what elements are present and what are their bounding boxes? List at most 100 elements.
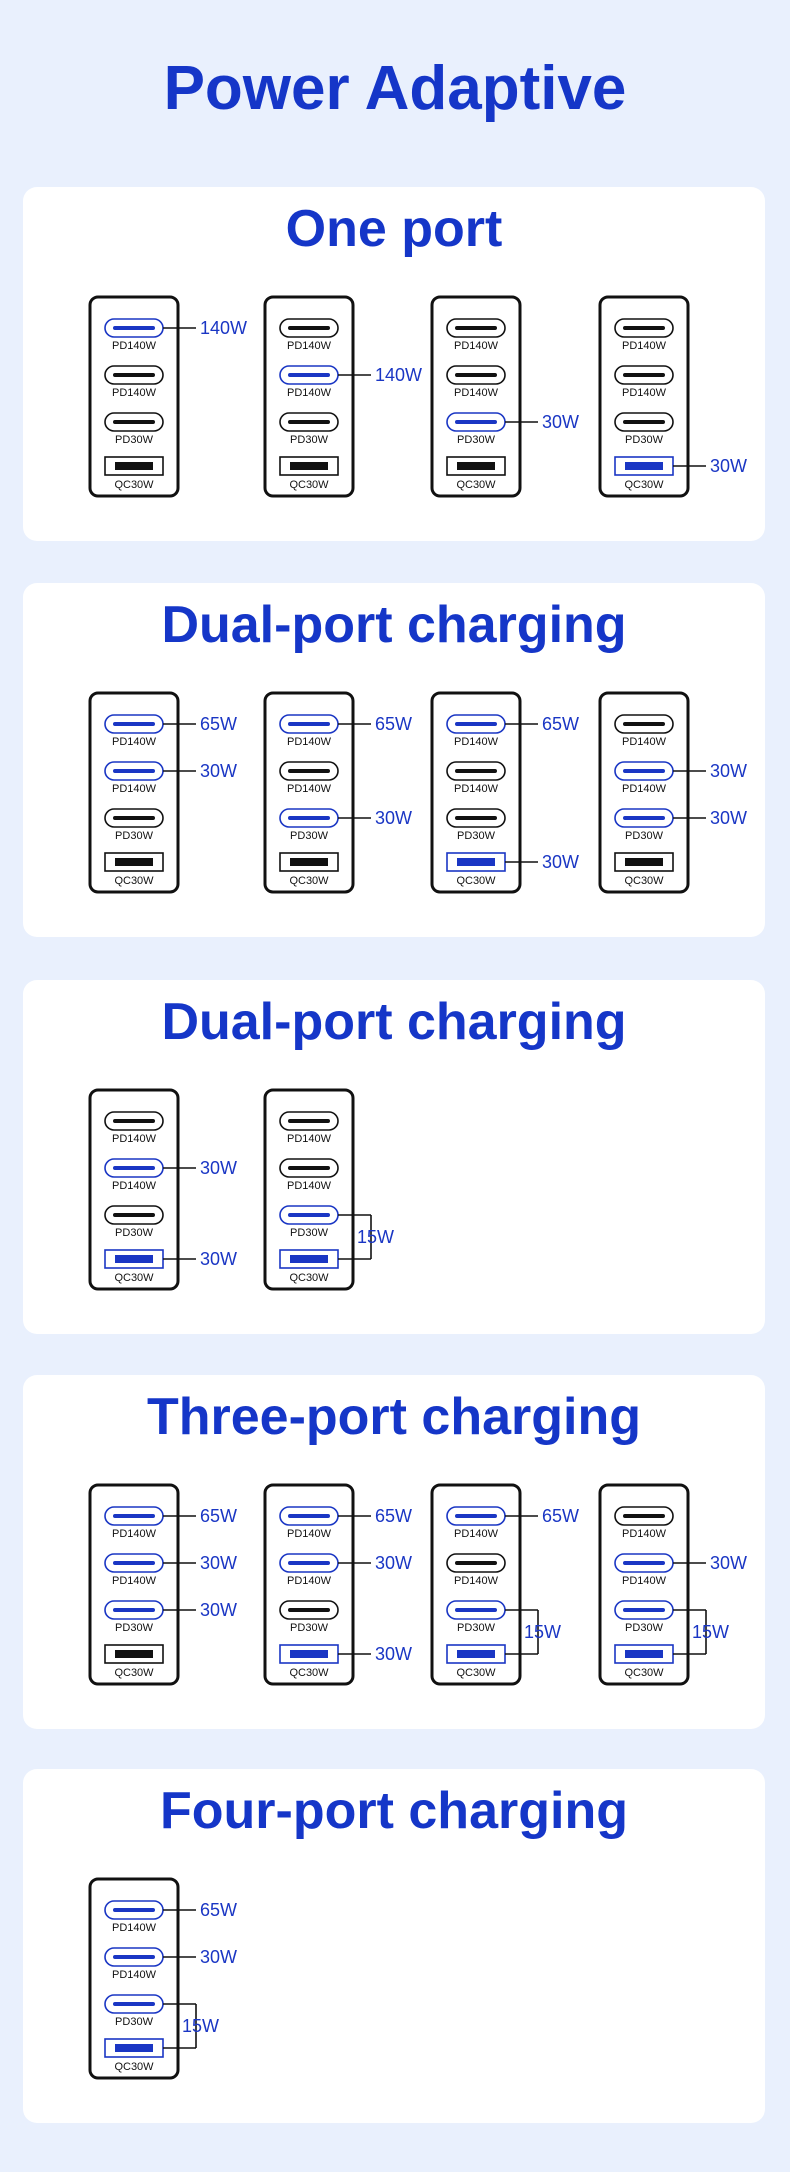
usb-a-port-slot [625,1650,663,1658]
power-output-label: 30W [200,1947,237,1967]
port-label: QC30W [114,875,154,887]
charger-body [263,1483,355,1686]
port-label: QC30W [289,479,329,491]
port-label: PD140W [112,736,157,748]
power-output-label: 30W [200,761,237,781]
charger-body [263,691,355,894]
port-label: PD30W [115,1622,154,1634]
port-label: QC30W [289,875,329,887]
charger-diagram-group: PD140WPD140WPD30WQC30W30W30WPD140WPD140W… [88,1088,394,1291]
power-output-label: 65W [542,1506,579,1526]
port-label: PD140W [287,1575,332,1587]
port-label: QC30W [114,1272,154,1284]
power-output-label: 30W [542,852,579,872]
port-label: PD30W [290,830,329,842]
usb-a-port-slot [625,462,663,470]
port-label: PD140W [454,736,499,748]
charger-body [598,1483,690,1686]
port-label: PD140W [112,1575,157,1587]
power-output-label: 65W [542,714,579,734]
port-label: QC30W [456,875,496,887]
usb-a-port-slot [115,2044,153,2052]
port-label: PD30W [115,830,154,842]
power-output-label: 30W [710,761,747,781]
port-label: PD30W [625,1622,664,1634]
charger: PD140W PD140W PD30W QC30W 15W [263,1088,394,1291]
usb-a-port-slot [457,1650,495,1658]
port-label: PD140W [287,736,332,748]
power-output-label: 65W [375,714,412,734]
port-label: PD140W [622,340,667,352]
port-label: PD140W [287,1528,332,1540]
port-label: PD140W [287,1180,332,1192]
charger: PD140W PD140W PD30W QC30W 65W 30W [263,691,412,894]
port-label: QC30W [624,1667,664,1679]
port-label: QC30W [289,1272,329,1284]
port-label: PD140W [112,1922,157,1934]
page-title: Power Adaptive [163,54,627,123]
power-output-label: 30W [710,808,747,828]
usb-a-port-slot [115,462,153,470]
usb-a-port-slot [115,1255,153,1263]
power-output-label: 30W [375,1644,412,1664]
power-output-label: 15W [692,1622,729,1642]
port-label: QC30W [114,479,154,491]
port-label: QC30W [624,479,664,491]
port-label: QC30W [289,1667,329,1679]
charger-body [598,691,690,894]
port-label: PD140W [622,1528,667,1540]
power-output-label: 30W [375,808,412,828]
power-output-label: 30W [710,456,747,476]
usb-a-port-slot [290,858,328,866]
port-label: QC30W [456,479,496,491]
charger-body [430,691,522,894]
port-label: PD30W [457,1622,496,1634]
charger-diagram-group: PD140W PD140W PD30W QC30W 65W 30W 30W PD140W PD1… [88,1483,747,1686]
port-label: PD140W [454,1575,499,1587]
port-label: PD140W [112,1180,157,1192]
charger-body [88,1877,180,2080]
charger-body [88,1088,180,1291]
port-label: QC30W [456,1667,496,1679]
charger: PD140W PD140W PD30W QC30W 65W 30W [430,691,579,894]
port-label: PD140W [622,736,667,748]
port-label: PD140W [622,387,667,399]
power-output-label: 30W [710,1553,747,1573]
port-label: PD140W [112,1528,157,1540]
power-output-label: 65W [375,1506,412,1526]
port-label: PD30W [457,434,496,446]
port-label: PD140W [454,783,499,795]
power-output-label: 30W [375,1553,412,1573]
port-label: QC30W [624,875,664,887]
port-label: PD30W [457,830,496,842]
power-output-label: 65W [200,714,237,734]
power-output-label: 30W [200,1249,237,1269]
usb-a-port-slot [115,1650,153,1658]
section-title: Dual-port charging [161,993,627,1051]
port-label: PD140W [287,783,332,795]
charger-body [263,295,355,498]
port-label: PD30W [115,434,154,446]
port-label: PD140W [112,1133,157,1145]
charger-diagram-group: PD140WPD140WPD30WQC30W140WPD140WPD140WPD… [88,295,747,498]
charger-body [88,295,180,498]
port-label: PD140W [287,1133,332,1145]
charger-body [598,295,690,498]
power-output-label: 15W [357,1227,394,1247]
charger-body [88,1483,180,1686]
usb-a-port-slot [290,1255,328,1263]
power-output-label: 140W [375,365,422,385]
port-label: PD140W [112,340,157,352]
port-label: PD30W [290,1227,329,1239]
power-output-label: 65W [200,1506,237,1526]
